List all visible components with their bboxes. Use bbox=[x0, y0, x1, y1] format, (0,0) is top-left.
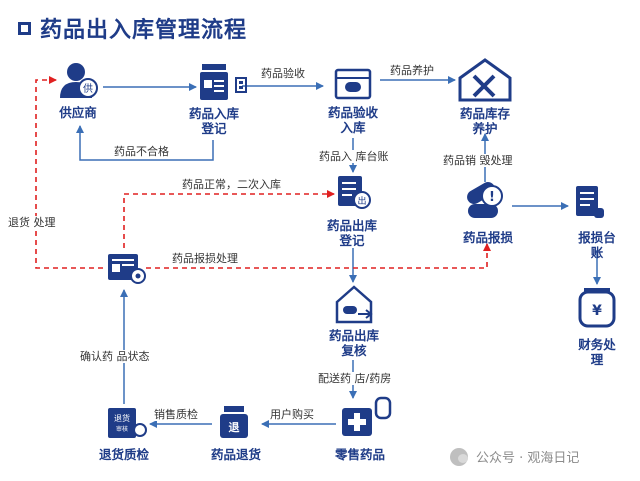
label-sales-inspection: 销售质检 bbox=[154, 408, 198, 421]
svg-text:¥: ¥ bbox=[592, 303, 602, 319]
label-inbound-ledger: 药品入 库台账 bbox=[319, 150, 389, 163]
edge-normal-second-inbound bbox=[123, 190, 335, 248]
medicine-box-icon bbox=[334, 68, 372, 100]
page-title: 药品出入库管理流程 bbox=[18, 12, 247, 44]
svg-text:!: ! bbox=[489, 190, 495, 205]
register-box-icon bbox=[200, 64, 247, 100]
pills-warning-icon: ! bbox=[467, 182, 503, 218]
money-bag-icon: ¥ bbox=[578, 288, 616, 328]
node-return-inspection: 退货质检 bbox=[98, 447, 150, 462]
ledger-scroll-icon bbox=[576, 186, 604, 218]
watermark: 公众号 · 观海日记 bbox=[450, 447, 579, 466]
label-drug-maintenance: 药品养护 bbox=[390, 64, 434, 77]
label-drug-unqualified: 药品不合格 bbox=[114, 145, 169, 158]
edge-return-to-supplier bbox=[35, 76, 103, 269]
node-supplier: 供应商 bbox=[59, 105, 97, 120]
svg-text:退: 退 bbox=[229, 420, 240, 434]
review-screen-icon bbox=[108, 254, 146, 284]
label-user-purchase: 用户购买 bbox=[270, 408, 314, 421]
label-normal-second-inbound: 药品正常，二次入库 bbox=[182, 178, 281, 191]
node-storage-maintenance: 药品库存 养护 bbox=[459, 106, 511, 136]
node-outbound-register: 药品出库 登记 bbox=[326, 218, 378, 248]
outbound-document-icon: 出 bbox=[338, 176, 371, 209]
svg-text:出: 出 bbox=[357, 195, 366, 207]
node-drug-return: 药品退货 bbox=[210, 447, 262, 462]
medical-kit-icon bbox=[342, 396, 392, 436]
return-bottle-icon: 退 bbox=[220, 406, 248, 438]
label-confirm-status: 确认药 品状态 bbox=[80, 350, 150, 363]
node-drug-damage: 药品报损 bbox=[462, 230, 514, 245]
house-pills-icon bbox=[335, 285, 373, 324]
node-inspection-inbound: 药品验收 入库 bbox=[327, 105, 379, 135]
node-finance: 财务处理 bbox=[578, 337, 616, 367]
title-square-icon bbox=[18, 21, 31, 35]
svg-text:供: 供 bbox=[83, 82, 93, 95]
label-damage-handling: 药品报损处理 bbox=[172, 252, 238, 265]
label-delivery: 配送药 店/药房 bbox=[318, 372, 392, 385]
house-tools-icon bbox=[458, 58, 512, 102]
node-damage-ledger: 报损台账 bbox=[578, 230, 616, 260]
label-return-handling: 退货 处理 bbox=[8, 216, 56, 229]
svg-text:审核: 审核 bbox=[116, 425, 128, 433]
title-text: 药品出入库管理流程 bbox=[40, 18, 248, 43]
svg-text:退货: 退货 bbox=[114, 413, 130, 423]
node-outbound-recheck: 药品出库 复核 bbox=[328, 328, 380, 358]
node-retail: 零售药品 bbox=[334, 447, 386, 462]
wechat-icon bbox=[450, 447, 468, 466]
supplier-person-icon: 供 bbox=[60, 63, 98, 98]
label-destroy: 药品销 毁处理 bbox=[443, 154, 513, 167]
return-inspection-icon: 退货 审核 bbox=[108, 408, 147, 438]
watermark-text: 公众号 · 观海日记 bbox=[476, 451, 580, 466]
node-inbound-register: 药品入库 登记 bbox=[188, 106, 240, 136]
edge-unqualified-return bbox=[76, 125, 214, 161]
label-drug-inspection: 药品验收 bbox=[261, 67, 305, 80]
